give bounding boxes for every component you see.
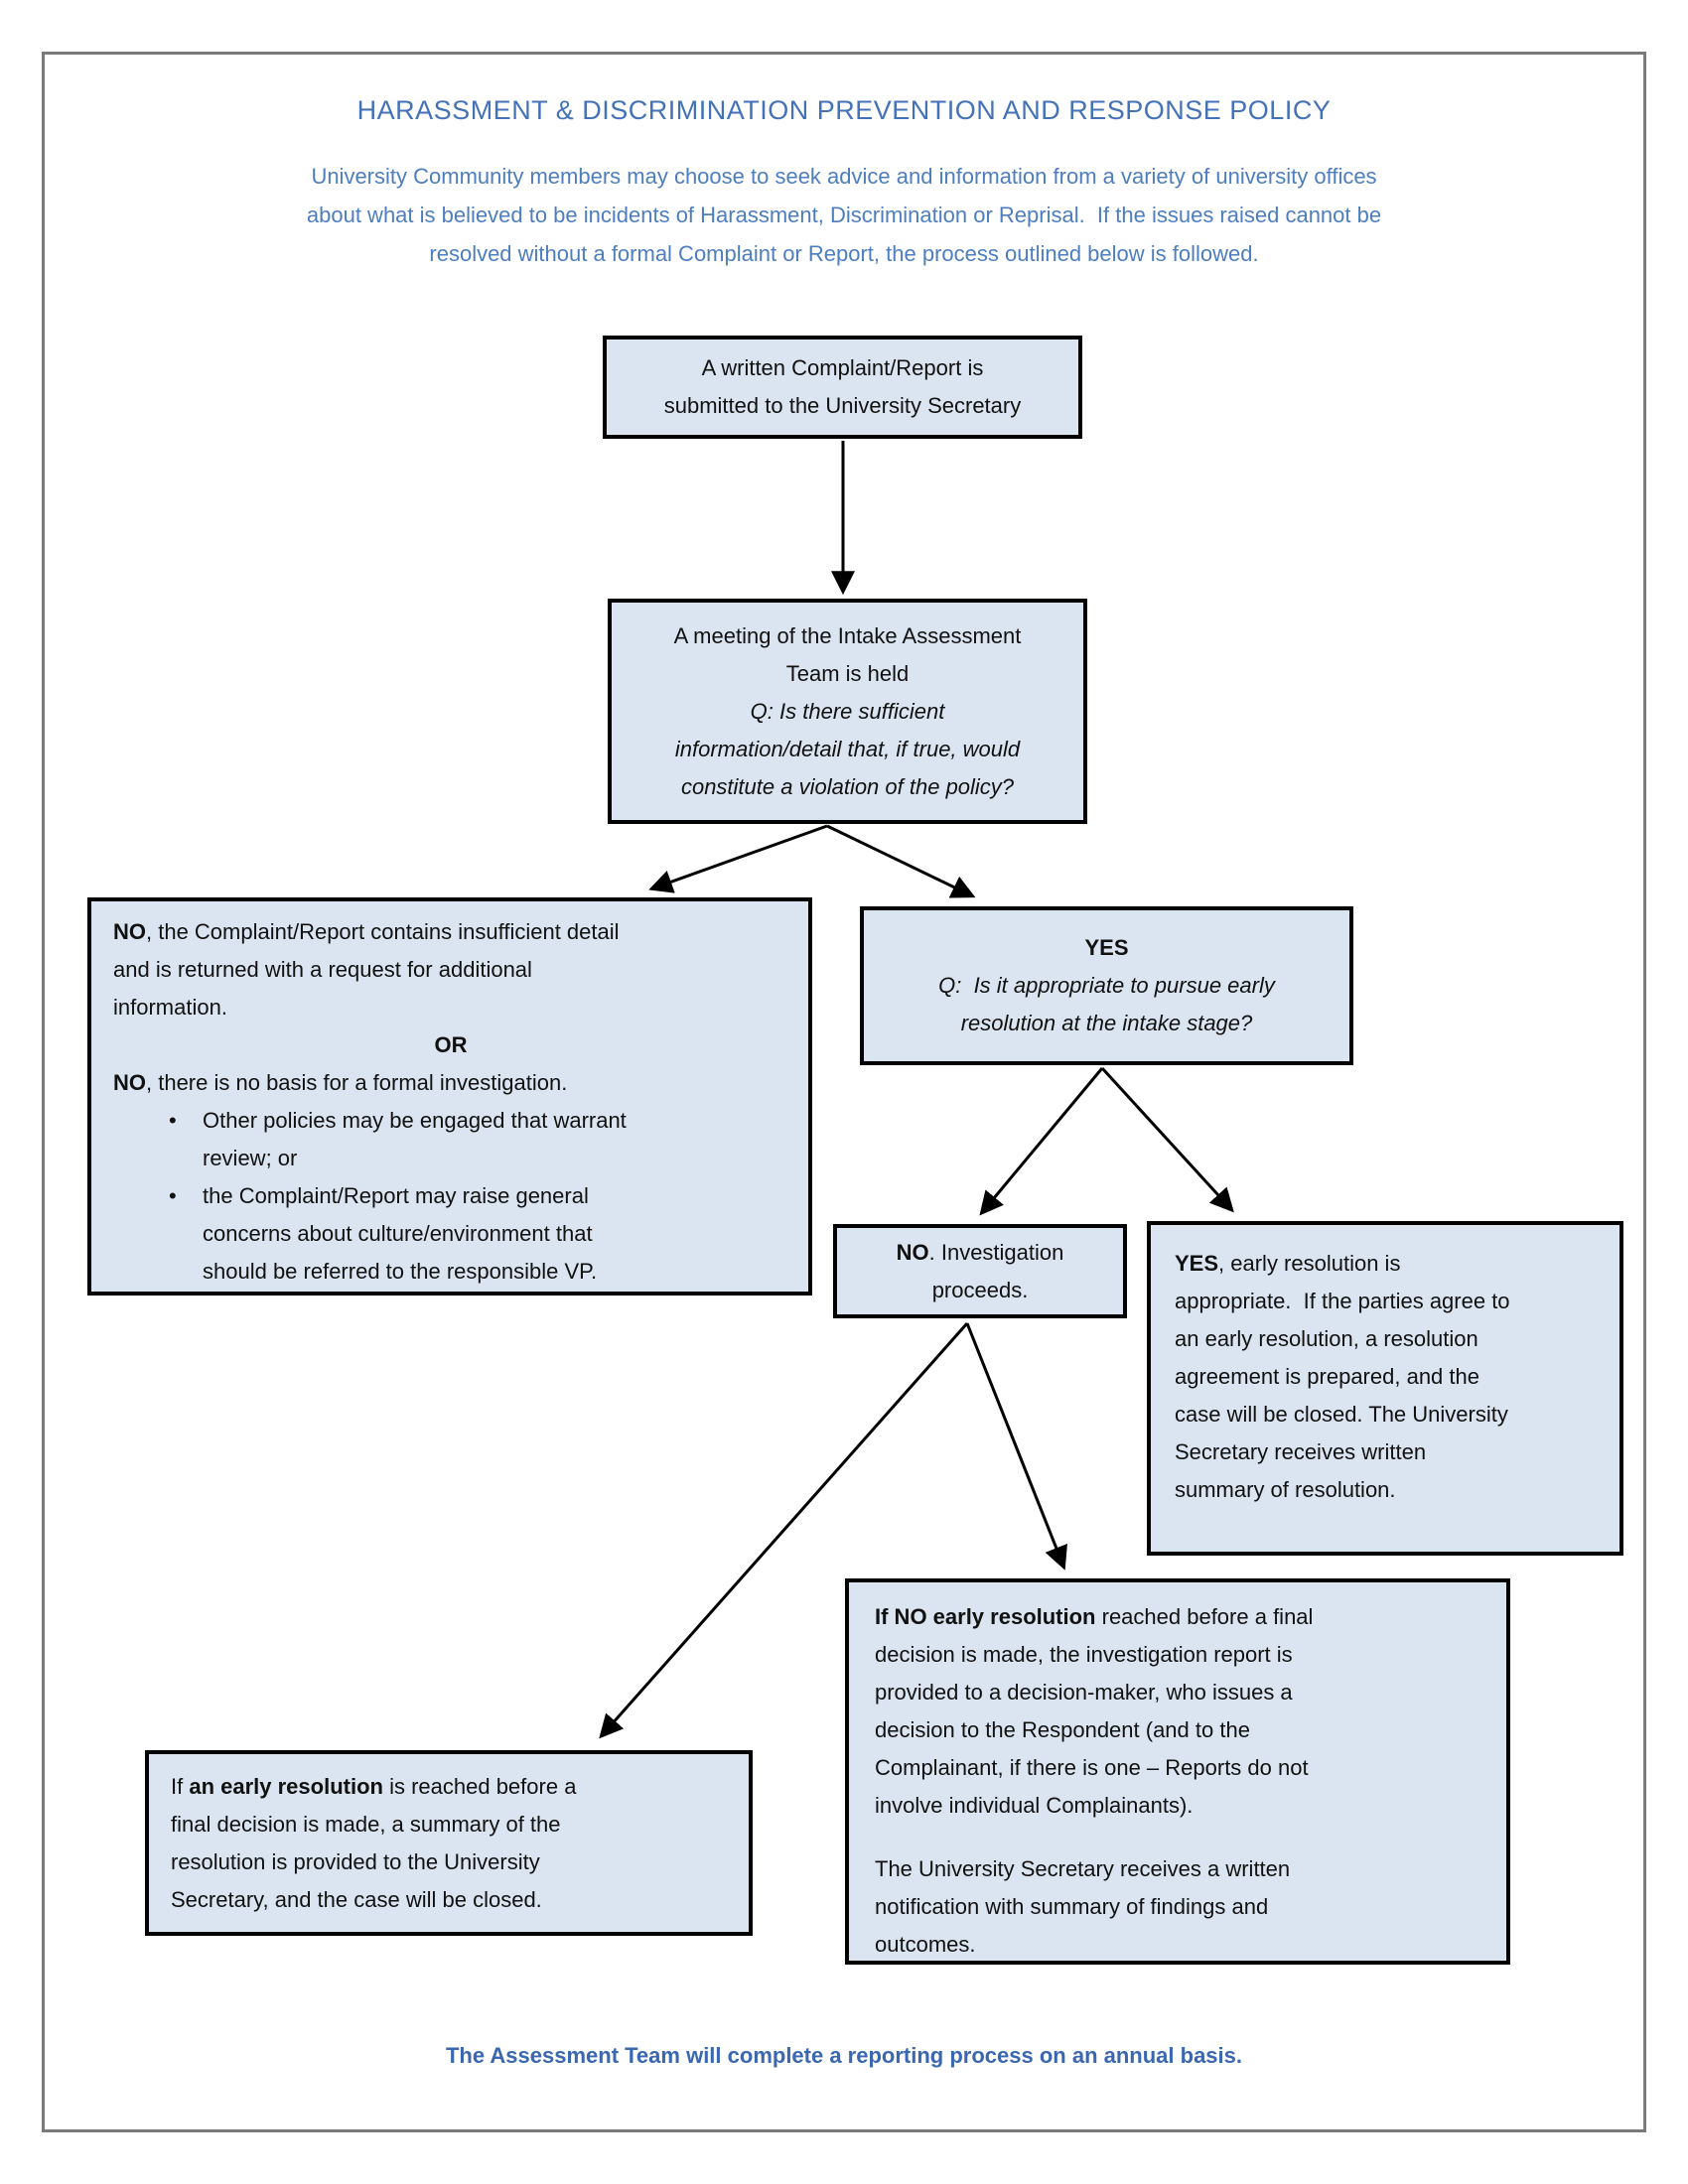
- flowbox-yes-early-resolution-appropriate: YES, early resolution is appropriate. If …: [1147, 1221, 1623, 1556]
- question-line: Q: Is there sufficient: [750, 698, 945, 724]
- no-label: NO: [113, 1070, 146, 1095]
- text-line: review; or: [203, 1146, 298, 1170]
- text-line: Secretary, and the case will be closed.: [171, 1887, 542, 1912]
- text-line: summary of resolution.: [1175, 1477, 1396, 1502]
- text-line: outcomes.: [875, 1932, 976, 1957]
- text-line: appropriate. If the parties agree to: [1175, 1289, 1510, 1313]
- text-line: YES, early resolution is: [1175, 1251, 1401, 1276]
- an-early-resolution-label: an early resolution: [189, 1774, 383, 1799]
- intro-line: resolved without a formal Complaint or R…: [429, 241, 1259, 266]
- flowbox-no-early-resolution-decision: If NO early resolution reached before a …: [845, 1578, 1510, 1965]
- yes-label: YES: [1175, 1251, 1219, 1276]
- text-line: Secretary receives written: [1175, 1439, 1427, 1464]
- text-line: Other policies may be engaged that warra…: [203, 1108, 627, 1133]
- question-line: constitute a violation of the policy?: [680, 773, 1015, 799]
- text-line: involve individual Complainants).: [875, 1793, 1194, 1818]
- text-line: concerns about culture/environment that: [203, 1221, 593, 1246]
- flowbox-early-resolution-summary: If an early resolution is reached before…: [145, 1750, 753, 1936]
- question-line: Q: Is it appropriate to pursue early: [938, 973, 1275, 998]
- intro-paragraph: University Community members may choose …: [0, 157, 1688, 273]
- text-line: Team is held: [785, 660, 910, 686]
- text-line: final decision is made, a summary of the: [171, 1812, 561, 1837]
- if-no-early-resolution-label: If NO early resolution: [875, 1604, 1096, 1629]
- text-line: information.: [113, 995, 227, 1020]
- intro-line: University Community members may choose …: [311, 164, 1377, 189]
- flowbox-complaint-submitted: A written Complaint/Report is submitted t…: [603, 336, 1082, 439]
- text-line: decision is made, the investigation repo…: [875, 1642, 1293, 1667]
- flowbox-no-investigation-proceeds: NO. Investigation proceeds.: [833, 1224, 1127, 1318]
- text-line: NO, the Complaint/Report contains insuff…: [113, 919, 620, 944]
- text-line: an early resolution, a resolution: [1175, 1326, 1478, 1351]
- text-line: A meeting of the Intake Assessment: [673, 622, 1022, 648]
- no-label: NO: [113, 919, 146, 944]
- text-line: the Complaint/Report may raise general: [203, 1183, 589, 1208]
- text-line: decision to the Respondent (and to the: [875, 1717, 1250, 1742]
- text-line: proceeds.: [931, 1277, 1029, 1302]
- flowbox-yes-pursue-early-resolution: YES Q: Is it appropriate to pursue early r…: [860, 906, 1353, 1065]
- text-line: A written Complaint/Report is: [701, 355, 984, 380]
- text-line: notification with summary of findings an…: [875, 1894, 1269, 1919]
- page-title: HARASSMENT & DISCRIMINATION PREVENTION A…: [356, 95, 1332, 125]
- text-line: and is returned with a request for addit…: [113, 957, 532, 982]
- no-label: NO: [896, 1239, 929, 1265]
- bullet-item: the Complaint/Report may raise general co…: [113, 1177, 788, 1291]
- text-line: agreement is prepared, and the: [1175, 1364, 1479, 1389]
- text-line: If NO early resolution reached before a …: [875, 1604, 1314, 1629]
- yes-label: YES: [1084, 935, 1129, 960]
- text-line: submitted to the University Secretary: [663, 393, 1022, 418]
- text-line: provided to a decision-maker, who issues…: [875, 1680, 1293, 1705]
- or-label: OR: [434, 1032, 468, 1057]
- text-line: If an early resolution is reached before…: [171, 1774, 577, 1799]
- bullet-item: Other policies may be engaged that warra…: [113, 1102, 788, 1177]
- flowbox-no-insufficient-detail: NO, the Complaint/Report contains insuff…: [87, 897, 812, 1296]
- text-line: NO. Investigation: [896, 1239, 1064, 1265]
- text-line: should be referred to the responsible VP…: [203, 1259, 598, 1284]
- text-line: case will be closed. The University: [1175, 1402, 1508, 1427]
- question-line: resolution at the intake stage?: [960, 1011, 1253, 1035]
- text-line: NO, there is no basis for a formal inves…: [113, 1070, 568, 1095]
- footer-note: The Assessment Team will complete a repo…: [445, 2043, 1242, 2068]
- intro-line: about what is believed to be incidents o…: [306, 203, 1382, 227]
- text-line: The University Secretary receives a writ…: [875, 1856, 1291, 1881]
- question-line: information/detail that, if true, would: [674, 736, 1021, 761]
- text-line: Complainant, if there is one – Reports d…: [875, 1755, 1309, 1780]
- text-line: resolution is provided to the University: [171, 1849, 540, 1874]
